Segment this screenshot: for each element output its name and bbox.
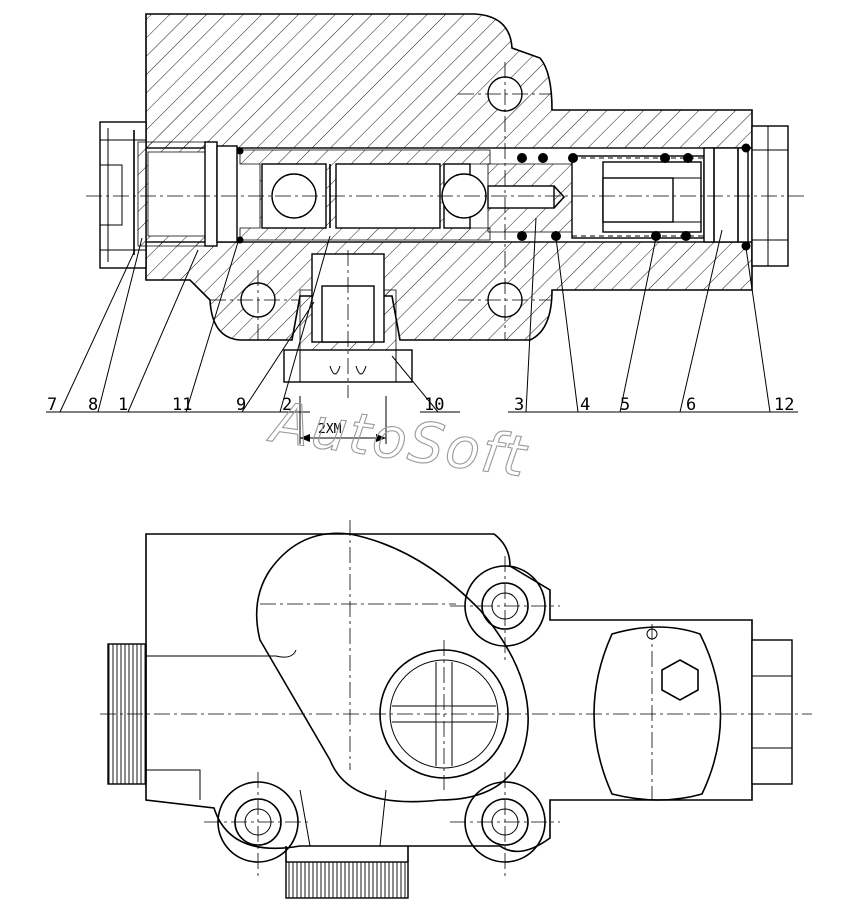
section-view: 2XM 7 8 1 11 9 2 10 3 4 5 6 12	[46, 13, 806, 444]
callout-8: 8	[88, 395, 98, 415]
callout-10: 10	[424, 395, 444, 415]
plunger	[487, 163, 573, 233]
callout-9: 9	[236, 395, 246, 415]
callout-11: 11	[172, 395, 192, 415]
callout-1: 1	[118, 395, 128, 415]
dimension-2xm: 2XM	[299, 396, 387, 444]
right-hex-nut	[751, 639, 793, 785]
callouts: 7 8 1 11 9 2 10 3 4 5 6 12	[47, 395, 794, 415]
right-plug	[703, 125, 789, 267]
dimension-label: 2XM	[318, 422, 342, 437]
callout-12: 12	[774, 395, 794, 415]
callout-7: 7	[47, 395, 57, 415]
callout-4: 4	[580, 395, 590, 415]
bottom-knurled-knob	[285, 861, 409, 899]
callout-5: 5	[620, 395, 630, 415]
callout-3: 3	[514, 395, 524, 415]
inner-sleeve	[602, 161, 702, 233]
exterior-view	[100, 520, 812, 899]
leader-lines	[46, 217, 798, 413]
seal-rings	[236, 143, 751, 251]
watermark: AutoSoft	[265, 390, 532, 491]
callout-6: 6	[686, 395, 696, 415]
callout-2: 2	[282, 395, 292, 415]
valve-body-exterior	[145, 533, 753, 853]
spool	[239, 149, 491, 241]
